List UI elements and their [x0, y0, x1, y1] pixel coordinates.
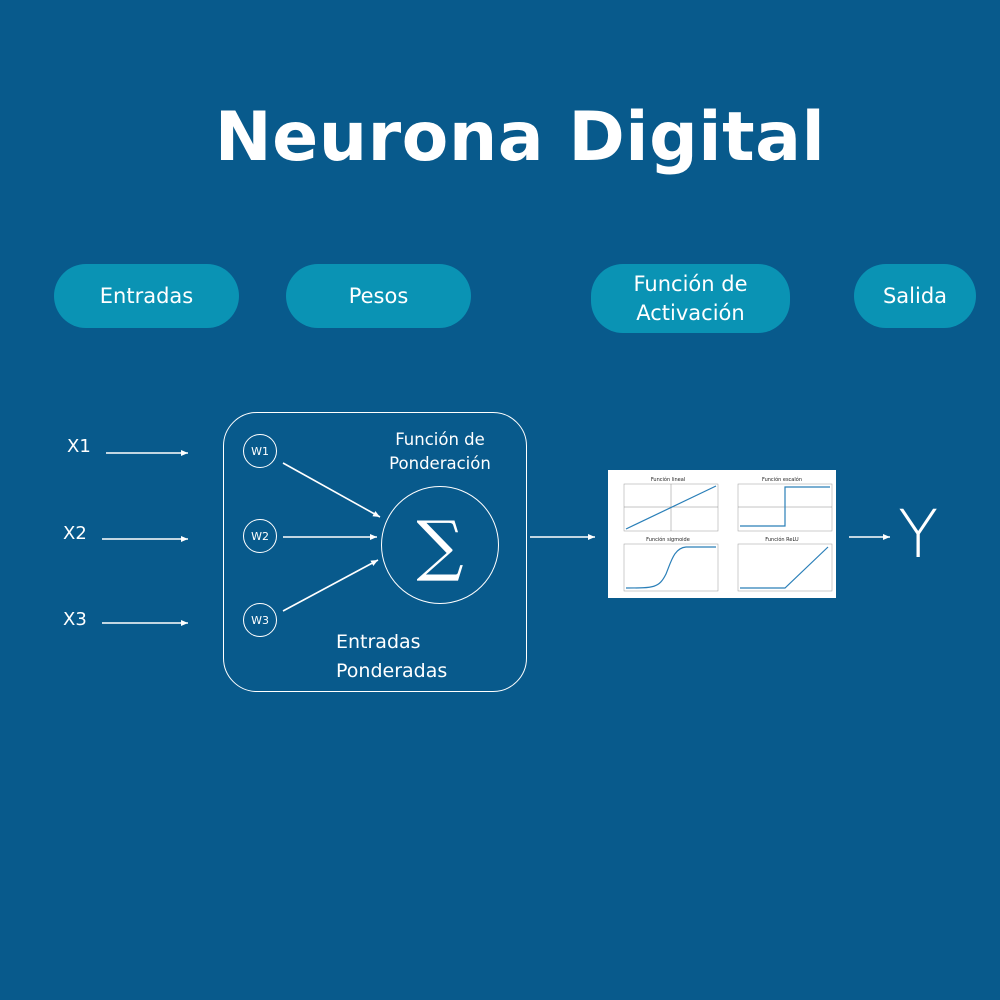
activation-functions-panel: Función lineal Función escalón Función s… [608, 470, 836, 598]
plot-sigmoid: Función sigmoide [623, 536, 719, 592]
page-title: Neurona Digital [214, 98, 826, 177]
stage-entradas: Entradas [54, 264, 239, 328]
sigmoid-curve [625, 546, 716, 589]
relu-curve [740, 546, 829, 589]
linear-curve [625, 485, 717, 530]
arrow-w3 [282, 559, 379, 612]
step-curve [740, 486, 830, 527]
plot-linear: Función lineal [623, 476, 719, 532]
stage-label: Entradas [99, 283, 194, 308]
neuron-box [223, 412, 527, 692]
stage-label: Función de Activación [633, 271, 748, 325]
stage-label: Salida [882, 283, 948, 308]
output-y: Y [898, 496, 939, 573]
plot-title: Función sigmoide [646, 536, 690, 543]
weight-w2: W2 [243, 519, 277, 553]
sigma-icon: ∑ [416, 506, 464, 584]
weight-w1: W1 [243, 434, 277, 468]
stage-salida: Salida [854, 264, 976, 328]
plot-step: Función escalón [737, 476, 833, 532]
weighted-inputs-label: Entradas Ponderadas [336, 631, 448, 682]
plot-title: Función ReLU [765, 536, 799, 543]
input-x2: X2 [63, 523, 87, 544]
input-x3: X3 [63, 609, 87, 630]
weighting-function-label: Función de Ponderación [389, 430, 491, 473]
arrow-w1 [282, 462, 381, 518]
stage-funcion-activacion: Función de Activación [591, 264, 790, 333]
stage-pesos: Pesos [286, 264, 471, 328]
plot-title: Función lineal [651, 476, 685, 483]
summation-node: ∑ [381, 486, 499, 604]
plot-title: Función escalón [762, 476, 802, 483]
weight-w3: W3 [243, 603, 277, 637]
stage-label: Pesos [348, 283, 409, 308]
plot-relu: Función ReLU [737, 536, 833, 592]
input-x1: X1 [67, 436, 91, 457]
